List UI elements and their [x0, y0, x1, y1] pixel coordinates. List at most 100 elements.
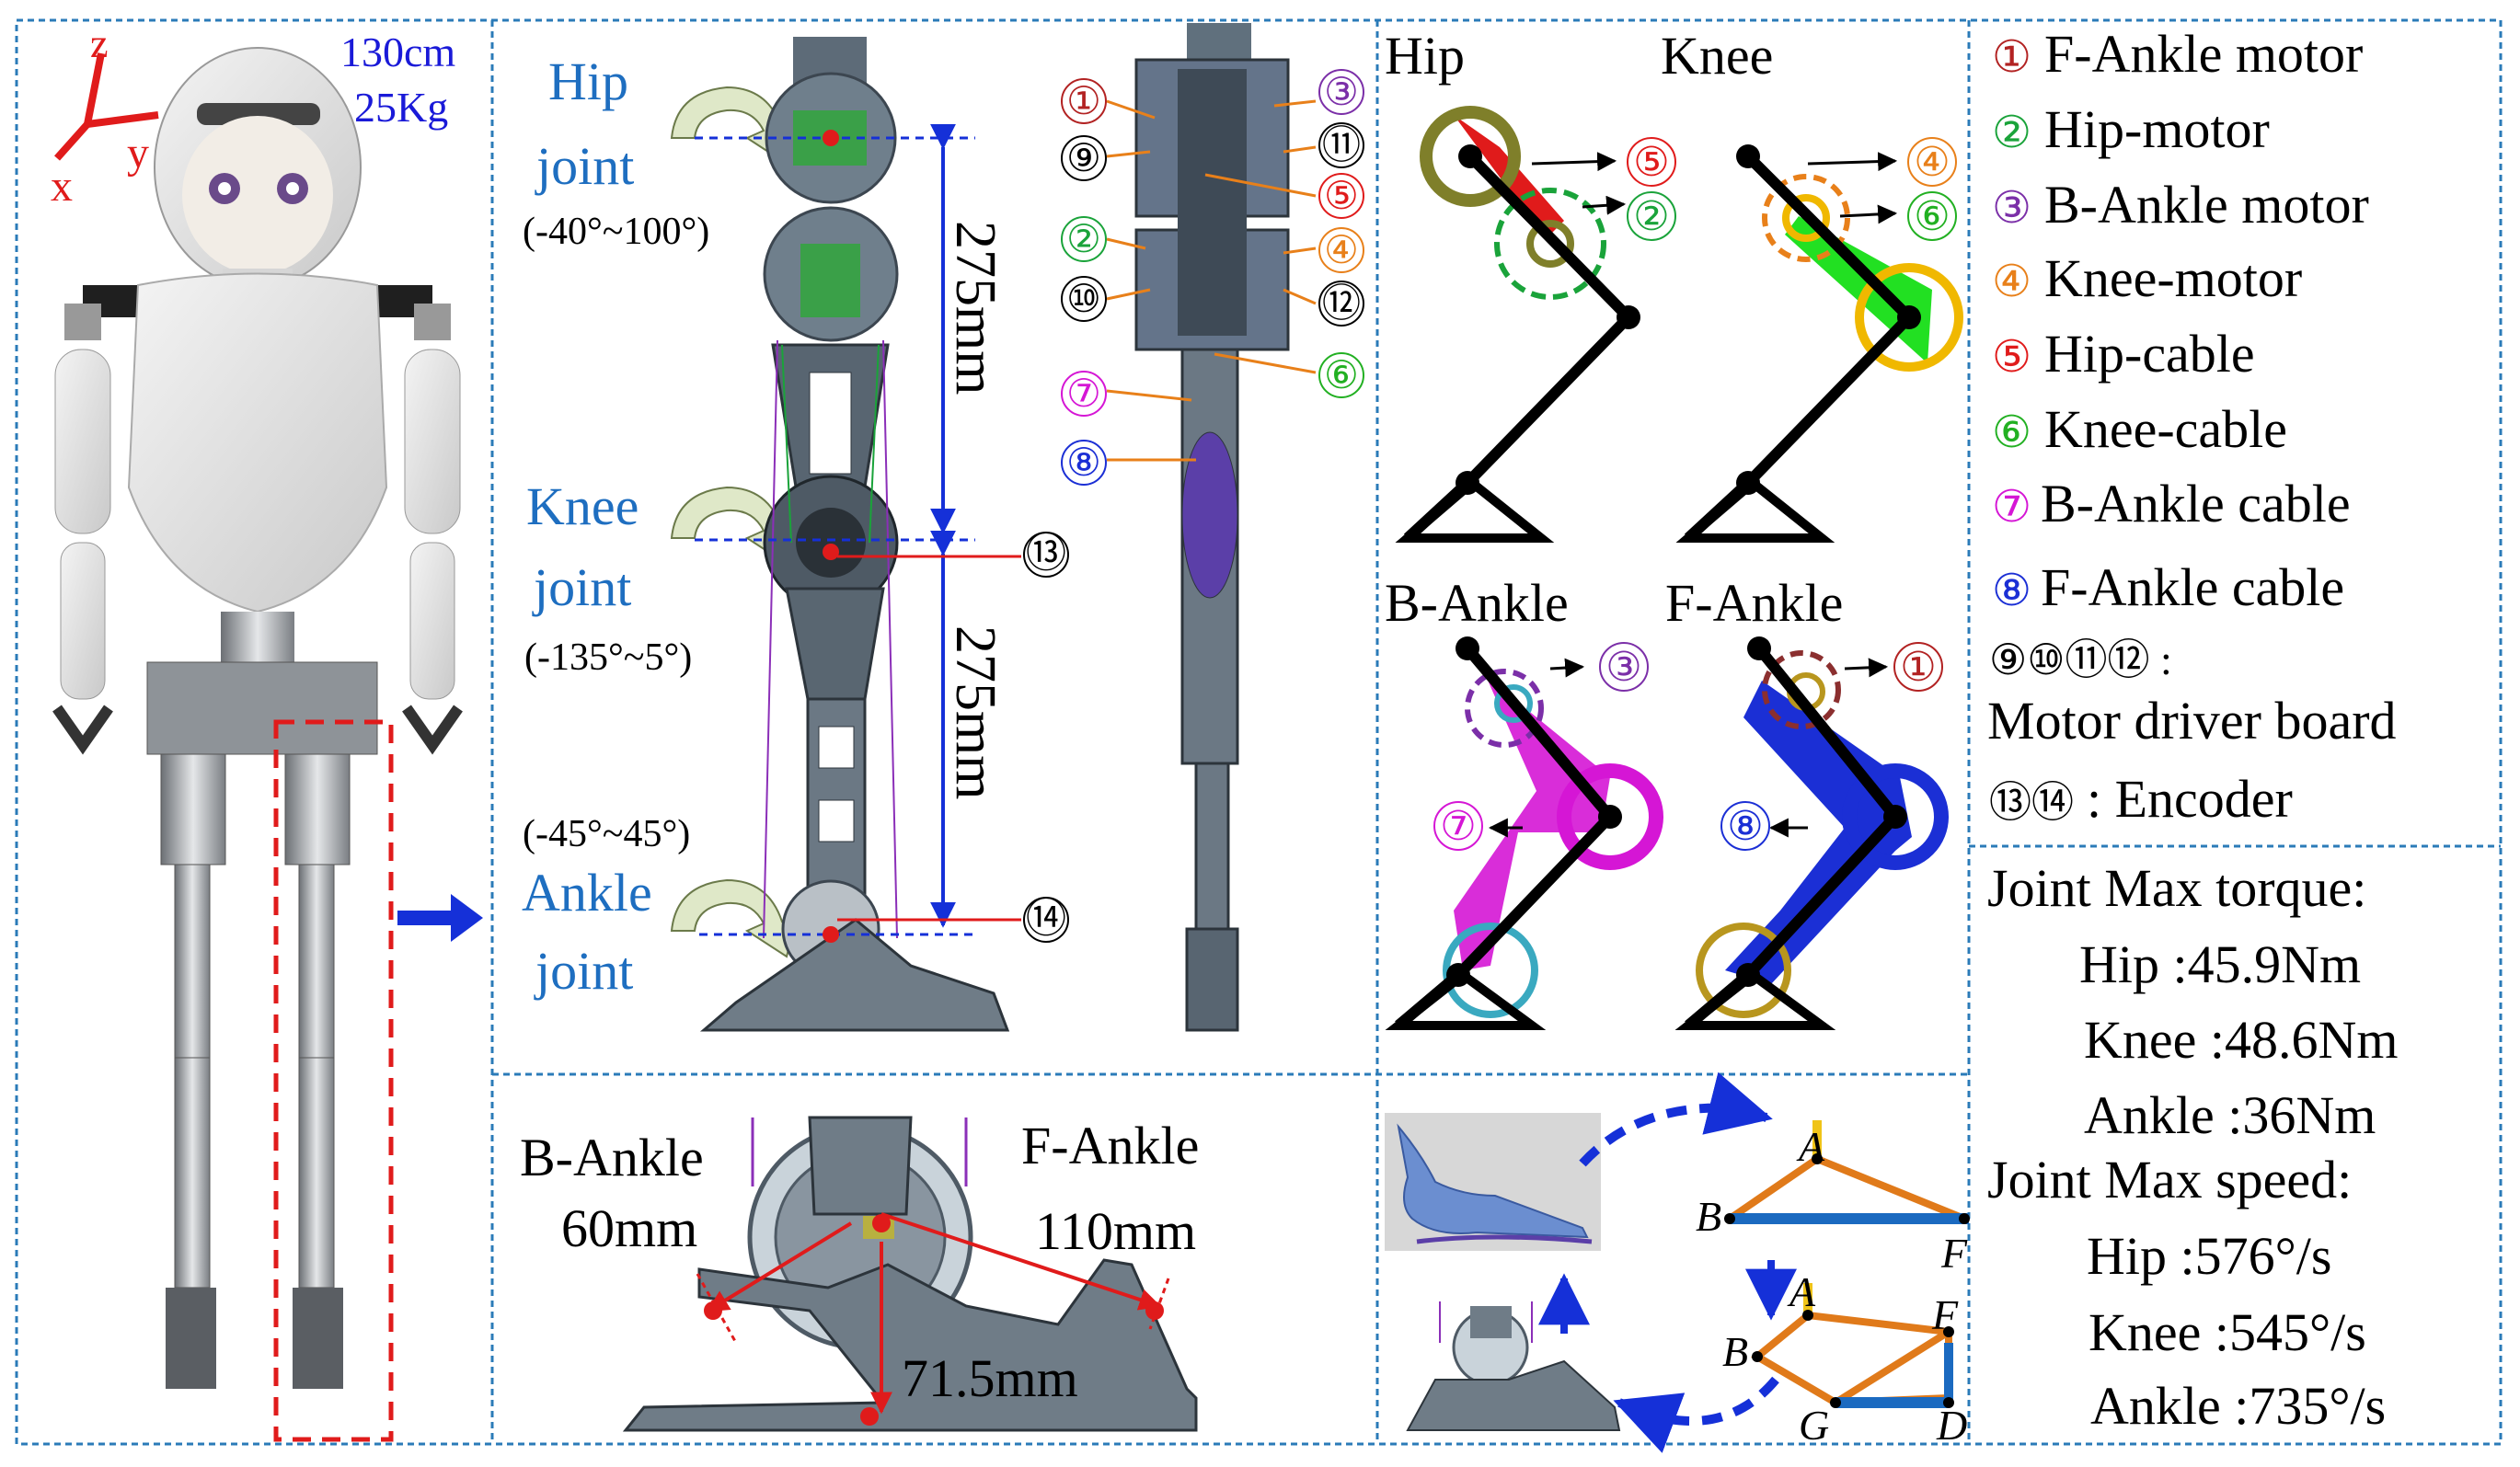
svg-text:②: ②	[1066, 219, 1101, 261]
schematic-hip: Hip ⑤ ②	[1385, 26, 1676, 543]
hip-schematic-label-5: ⑤	[1633, 140, 1669, 185]
svg-text:⑤: ⑤	[1992, 333, 2031, 382]
ankle-model	[622, 1116, 1198, 1432]
svg-text:①: ①	[1066, 81, 1101, 123]
ankle-detail-b-dim: 60mm	[561, 1198, 697, 1258]
svg-text:⑧: ⑧	[1992, 567, 2031, 615]
legend-driver-text: Motor driver board	[1987, 691, 2397, 751]
ankle-detail-height-dim: 71.5mm	[902, 1348, 1078, 1408]
robot-weight: 25Kg	[354, 84, 448, 131]
knee-schematic-title: Knee	[1661, 26, 1773, 86]
svg-text:⑦: ⑦	[1992, 483, 2031, 532]
svg-text:⑩: ⑩	[1066, 279, 1101, 321]
torque-title: Joint Max torque:	[1987, 858, 2366, 918]
schematic-f-ankle: F-Ankle ① ⑧	[1665, 573, 1949, 1030]
svg-text:③: ③	[1324, 72, 1359, 114]
torque-ankle: Ankle :36Nm	[2084, 1085, 2376, 1145]
b-ankle-schematic-label-3: ③	[1605, 645, 1641, 690]
svg-text:Hip-cable: Hip-cable	[2044, 324, 2255, 384]
svg-text:⑧: ⑧	[1066, 442, 1101, 485]
leg-highlight-box	[273, 719, 394, 1442]
linkage-bottom-a: A	[1787, 1268, 1816, 1315]
svg-text:Hip-motor: Hip-motor	[2044, 99, 2270, 159]
svg-text:②: ②	[1992, 109, 2031, 157]
svg-text:B-Ankle motor: B-Ankle motor	[2044, 175, 2369, 235]
leg-panel: Hip joint (-40°~100°) Knee joint (-135°~…	[522, 37, 1069, 1032]
speed-ankle: Ankle :735°/s	[2090, 1376, 2386, 1436]
speed-hip: Hip :576°/s	[2087, 1226, 2332, 1286]
robot-legs	[160, 753, 351, 1389]
svg-text:③: ③	[1992, 184, 2031, 233]
axis-z-label: z	[90, 21, 109, 66]
legend-encoder-nums: ⑬⑭	[1989, 779, 2074, 826]
svg-text:Knee-cable: Knee-cable	[2044, 399, 2287, 459]
svg-text:joint: joint	[532, 557, 631, 617]
ankle-detail-b-label: B-Ankle	[520, 1128, 704, 1187]
speed-knee: Knee :545°/s	[2088, 1302, 2366, 1362]
legend-item-6: ⑥ Knee-cable	[1992, 399, 2287, 459]
side-callouts-left: ① ⑨ ② ⑩ ⑦ ⑧	[1061, 78, 1107, 486]
speed-title: Joint Max speed:	[1987, 1150, 2352, 1209]
legend-item-3: ③ B-Ankle motor	[1992, 175, 2369, 235]
hip-joint-label: Hip joint	[535, 52, 634, 196]
flow-arrow-top	[1579, 1072, 1773, 1167]
knee-range: (-135°~5°)	[524, 636, 692, 679]
b-ankle-schematic-title: B-Ankle	[1385, 573, 1569, 633]
specs: Joint Max torque: Hip :45.9Nm Knee :48.6…	[1987, 858, 2399, 1436]
schematic-knee: Knee ④ ⑥	[1661, 26, 1963, 543]
robot-panel: z y x 130cm 25Kg	[51, 21, 483, 1442]
ankle-detail-f-label: F-Ankle	[1021, 1116, 1199, 1175]
svg-text:Hip: Hip	[548, 52, 628, 111]
axis-x-label: x	[51, 162, 73, 211]
svg-text:joint: joint	[534, 941, 633, 1001]
linkage-bottom-f: F	[1931, 1291, 1959, 1338]
panel-borders	[15, 18, 2503, 1446]
svg-text:①: ①	[1992, 33, 2031, 82]
svg-text:⑥: ⑥	[1324, 355, 1359, 397]
leg-front-model	[699, 37, 1010, 1032]
legend-driver-nums: ⑨⑩⑪⑫ :	[1989, 636, 2172, 683]
svg-text:B-Ankle cable: B-Ankle cable	[2041, 474, 2351, 533]
linkage-top-a: A	[1796, 1123, 1825, 1170]
svg-text:Knee-motor: Knee-motor	[2044, 248, 2302, 308]
knee-joint-center	[823, 544, 839, 560]
f-ankle-schematic-label-1: ①	[1900, 645, 1936, 690]
svg-text:④: ④	[1992, 258, 2031, 306]
encoder-13-label: ⑬	[1026, 531, 1066, 576]
robot-head	[154, 47, 362, 294]
linkage-bottom-b: B	[1722, 1328, 1748, 1375]
robot-arms	[52, 304, 463, 755]
robot-height: 130cm	[340, 29, 455, 75]
hip-range: (-40°~100°)	[523, 211, 709, 253]
svg-text:joint: joint	[535, 136, 634, 196]
lower-leg-length: 275mm	[944, 625, 1007, 799]
axis-icon	[54, 52, 159, 161]
leg-side-model	[1134, 23, 1290, 1032]
svg-text:⑪: ⑪	[1322, 125, 1361, 167]
b-ankle-schematic-label-7: ⑦	[1440, 804, 1476, 849]
upper-leg-length: 275mm	[944, 221, 1007, 395]
hip-schematic-title: Hip	[1385, 26, 1465, 86]
knee-schematic-label-6: ⑥	[1914, 194, 1950, 239]
foot-ankle-mini	[1406, 1301, 1621, 1431]
ankle-detail-f-dim: 110mm	[1035, 1201, 1196, 1261]
foot-linkage: A B F A B F G D	[1385, 1072, 1970, 1453]
linkage-top-f: F	[1940, 1230, 1968, 1277]
robot-torso	[127, 272, 388, 613]
hip-schematic-label-2: ②	[1633, 194, 1669, 239]
knee-schematic-label-4: ④	[1914, 140, 1950, 185]
axis-y-label: y	[127, 129, 149, 178]
linkage-top-b: B	[1696, 1193, 1721, 1240]
linkage-bottom-g: G	[1799, 1402, 1829, 1449]
svg-text:⑨: ⑨	[1066, 138, 1101, 180]
linkage-bottom-d: D	[1936, 1402, 1967, 1449]
svg-text:⑥: ⑥	[1992, 408, 2031, 457]
schematic-b-ankle: B-Ankle ③ ⑦	[1385, 573, 1663, 1030]
knee-joint-label: Knee joint	[526, 476, 639, 617]
legend-item-2: ② Hip-motor	[1992, 99, 2270, 159]
